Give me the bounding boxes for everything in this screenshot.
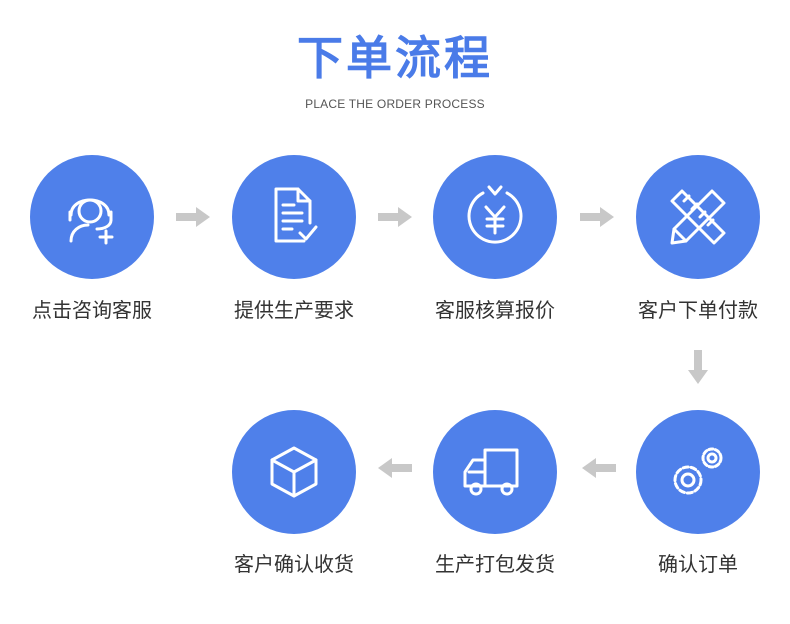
arrow-right-icon [176,207,210,227]
step-5-circle [636,410,760,534]
package-box-icon [270,446,318,498]
page-subtitle: PLACE THE ORDER PROCESS [305,97,485,111]
step-2-label: 提供生产要求 [234,298,354,322]
step-7-circle [232,410,356,534]
arrow-left-icon [582,458,616,478]
step-3-label: 客服核算报价 [435,298,555,322]
step-4-circle [636,155,760,279]
step-3-circle [433,155,557,279]
arrow-left-icon [378,458,412,478]
step-7-label: 客户确认收货 [234,552,354,576]
page-title: 下单流程 [297,31,493,85]
customer-service-headset-icon [68,198,114,245]
gears-icon [673,447,723,495]
yuan-coin-icon [467,185,523,244]
arrow-right-icon [580,207,614,227]
arrow-right-icon [378,207,412,227]
step-2-circle [232,155,356,279]
step-1-circle [30,155,154,279]
document-check-icon [274,187,318,243]
arrow-down-icon [688,350,708,384]
step-6-label: 生产打包发货 [435,552,555,576]
delivery-truck-icon [463,448,519,496]
pencil-ruler-icon [670,189,726,245]
step-6-circle [433,410,557,534]
step-1-label: 点击咨询客服 [32,298,152,322]
step-4-label: 客户下单付款 [638,298,758,322]
step-5-label: 确认订单 [658,552,738,576]
